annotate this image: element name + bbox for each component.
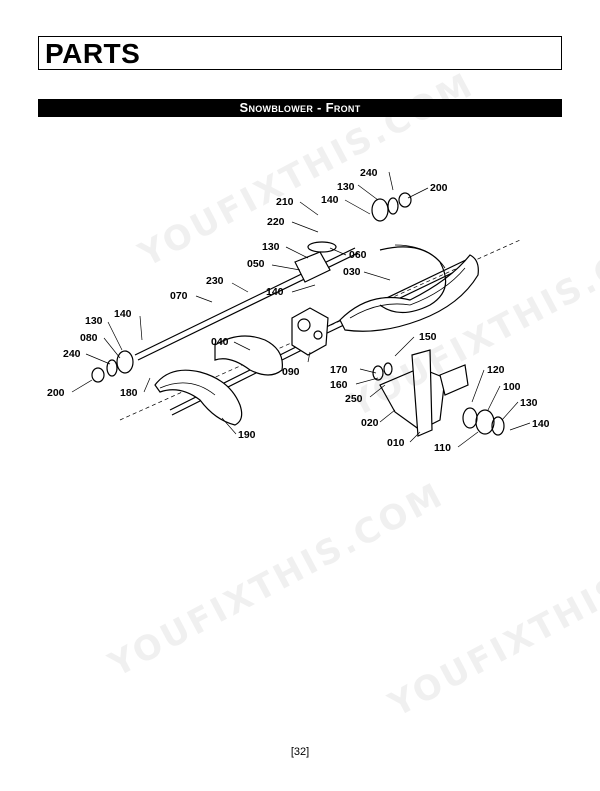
callout-080: 080 bbox=[80, 332, 98, 344]
callout-220: 220 bbox=[267, 216, 285, 228]
callout-130-top: 130 bbox=[337, 181, 355, 193]
callout-240-top: 240 bbox=[360, 167, 378, 179]
page-title: PARTS bbox=[45, 38, 141, 69]
callout-030: 030 bbox=[343, 266, 361, 278]
callout-060: 060 bbox=[349, 249, 367, 261]
callout-130-mid: 130 bbox=[262, 241, 280, 253]
callout-120: 120 bbox=[487, 364, 505, 376]
callout-010: 010 bbox=[387, 437, 405, 449]
callout-140-right: 140 bbox=[532, 418, 550, 430]
callout-040: 040 bbox=[211, 336, 229, 348]
callout-180: 180 bbox=[120, 387, 138, 399]
callout-100: 100 bbox=[503, 381, 521, 393]
callout-200-top: 200 bbox=[430, 182, 448, 194]
callout-090: 090 bbox=[282, 366, 300, 378]
callout-130-right: 130 bbox=[520, 397, 538, 409]
callout-190: 190 bbox=[238, 429, 256, 441]
page-number: [32] bbox=[290, 746, 310, 758]
callout-050: 050 bbox=[247, 258, 265, 270]
page-title-box: PARTS bbox=[38, 36, 562, 70]
callout-140-mid: 140 bbox=[266, 286, 284, 298]
callout-250: 250 bbox=[345, 393, 363, 405]
callout-070: 070 bbox=[170, 290, 188, 302]
callout-130-left: 130 bbox=[85, 315, 103, 327]
callout-140-left: 140 bbox=[114, 308, 132, 320]
callout-140-top: 140 bbox=[321, 194, 339, 206]
section-header: Snowblower - Front bbox=[38, 99, 562, 117]
callout-170: 170 bbox=[330, 364, 348, 376]
callout-110: 110 bbox=[434, 442, 451, 454]
callout-200-left: 200 bbox=[47, 387, 65, 399]
callout-210: 210 bbox=[276, 196, 294, 208]
callout-240-left: 240 bbox=[63, 348, 81, 360]
callout-150: 150 bbox=[419, 331, 437, 343]
callout-160: 160 bbox=[330, 379, 348, 391]
callout-230: 230 bbox=[206, 275, 224, 287]
callout-020: 020 bbox=[361, 417, 379, 429]
